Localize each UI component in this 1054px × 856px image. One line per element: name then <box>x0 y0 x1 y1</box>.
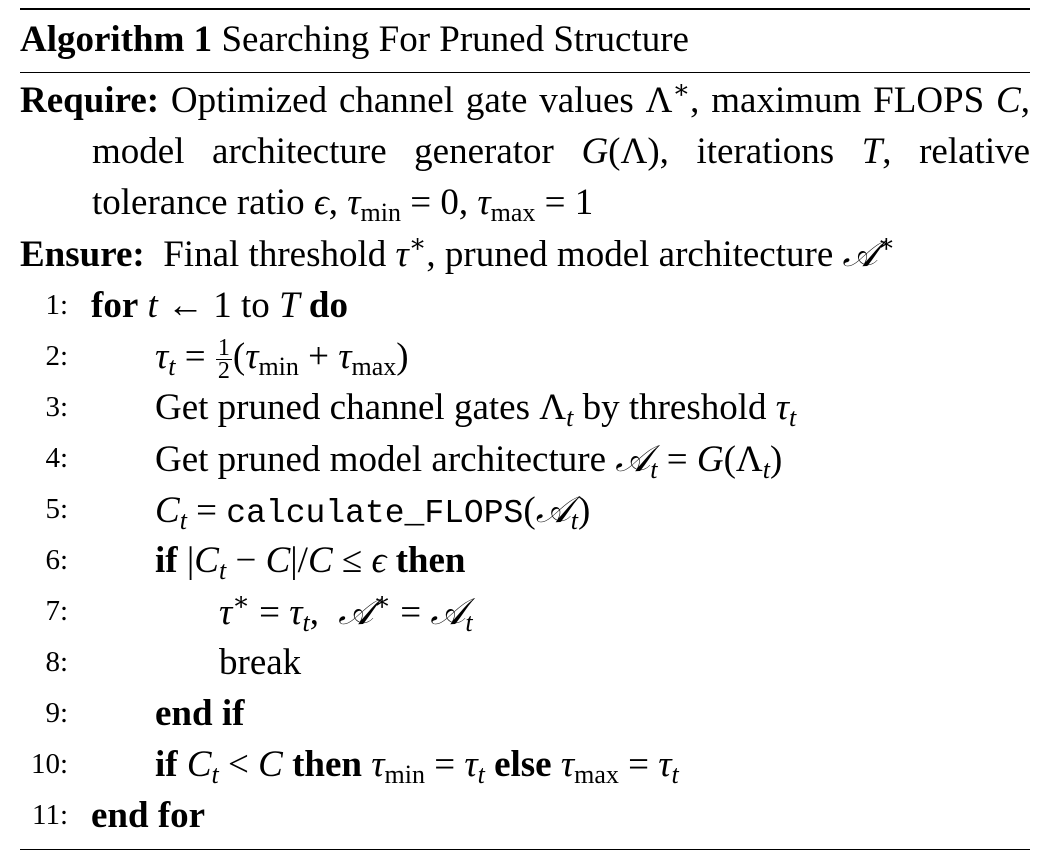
require-block: Require: Optimized channel gate values Λ… <box>20 75 1031 227</box>
algorithm-box: Algorithm 1 Searching For Pruned Structu… <box>20 8 1030 850</box>
bottom-rule <box>20 849 1030 850</box>
require-keyword: Require: <box>20 80 160 121</box>
line-number: 11: <box>32 799 68 831</box>
line-number: 5: <box>45 493 68 525</box>
line-number: 6: <box>45 544 68 576</box>
algorithm-title: Searching For Pruned Structure <box>221 19 689 60</box>
algorithm-line-6: 6: if |Ct − C|/C ≤ ϵ then <box>20 535 1030 586</box>
ensure-block: Ensure: Final threshold τ∗, pruned model… <box>20 229 896 276</box>
algorithm-line-11: 11: end for <box>20 790 1030 841</box>
algorithm-line-3: 3: Get pruned channel gates Λt by thresh… <box>20 382 1030 433</box>
top-rule <box>20 8 1030 10</box>
function-name: calculate_FLOPS <box>226 495 524 532</box>
line-number: 1: <box>45 289 68 321</box>
line-number: 2: <box>45 340 68 372</box>
algorithm-line-1: 1: for t ← 1 to T do <box>20 280 1030 331</box>
algorithm-line-10: 10: if Ct < C then τmin = τt else τmax =… <box>20 739 1030 790</box>
line-number: 3: <box>45 391 68 423</box>
algorithm-caption: Algorithm 1 Searching For Pruned Structu… <box>20 10 1030 66</box>
caption-rule <box>20 72 1030 73</box>
ensure-keyword: Ensure: <box>20 234 145 275</box>
algorithm-line-8: 8: break <box>20 637 1030 688</box>
algorithm-line-5: 5: Ct = calculate_FLOPS(𝒜t) <box>20 484 1030 535</box>
algorithm-line-4: 4: Get pruned model architecture 𝒜t = G(… <box>20 433 1030 484</box>
line-number: 10: <box>30 748 68 780</box>
line-number: 7: <box>45 595 68 627</box>
algorithm-line-7: 7: τ∗ = τt, 𝒜∗ = 𝒜t <box>20 586 1030 637</box>
line-number: 9: <box>45 697 68 729</box>
line-number: 8: <box>45 646 68 678</box>
algorithm-line-9: 9: end if <box>20 688 1030 739</box>
algorithm-label: Algorithm 1 <box>20 19 213 60</box>
line-number: 4: <box>45 442 68 474</box>
